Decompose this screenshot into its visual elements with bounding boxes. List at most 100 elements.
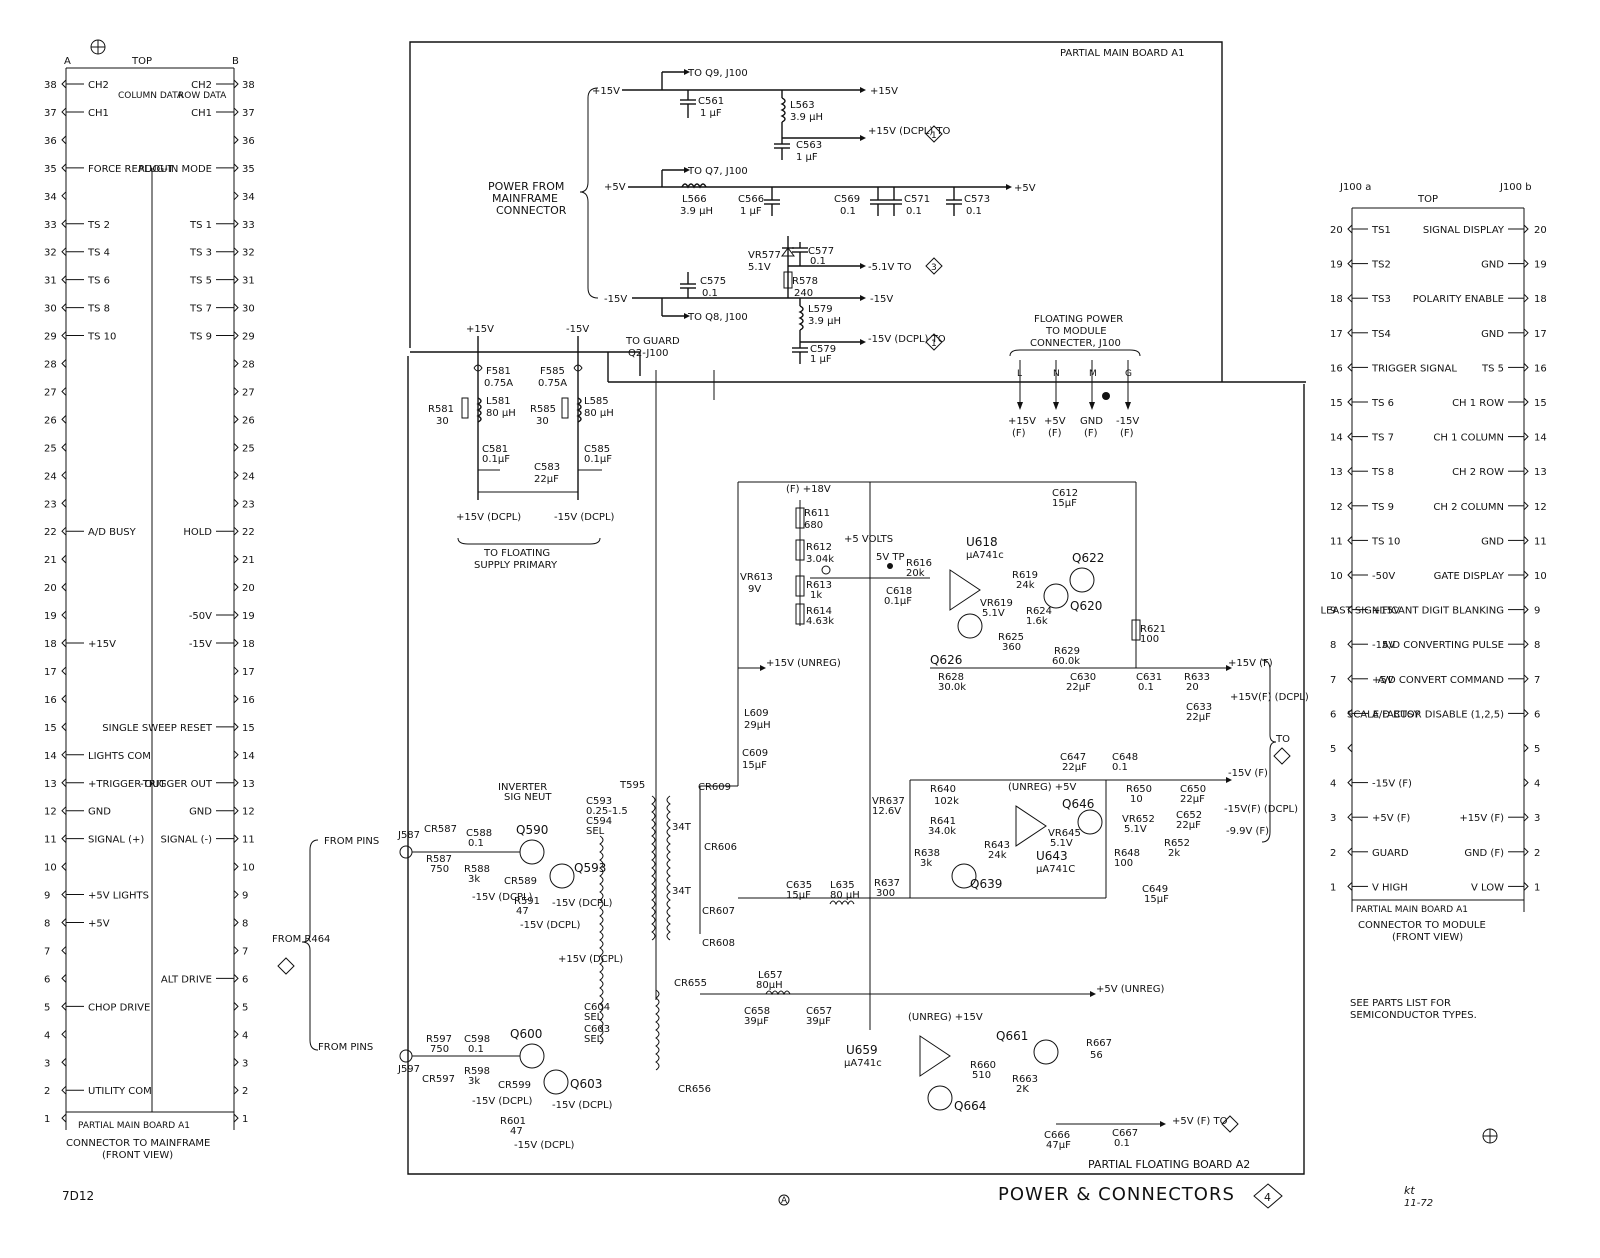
c650-label: C650 [1180,784,1206,795]
right-a-label-17: TS4 [1371,329,1391,340]
r628-value: 30.0k [938,682,966,693]
r616-value: 20k [906,568,925,579]
diagram-title: POWER & CONNECTORS [998,1184,1235,1205]
right-pin-a-2: 2 [1330,848,1336,859]
left-a-label-33: TS 2 [87,220,110,231]
right-a-label-3: +5V (F) [1372,813,1410,824]
u618-opamp-icon [949,569,981,611]
left-b-label-38: CH2 [191,80,212,91]
left-pin-a-29: 29 [44,332,57,343]
r621-label: R621 [1140,624,1166,635]
c563-label: C563 [796,140,822,151]
l657-label: L657 [758,970,783,981]
model-label: 7D12 [62,1189,94,1203]
cr655-label: CR655 [674,978,707,989]
l609-value: 29µH [744,720,771,731]
c647-value: 22µF [1062,762,1087,773]
left-pin-b-28: 28 [242,360,255,371]
right-pin-b-11: 11 [1534,536,1547,547]
l657-value: 80µH [756,980,783,991]
left-b-label-29: TS 9 [189,332,212,343]
right-a-label-4: -15V (F) [1372,779,1412,790]
main-board-title: PARTIAL MAIN BOARD A1 [1060,48,1184,59]
j587-label: J587 [397,830,420,841]
right-pin-a-15: 15 [1330,398,1343,409]
left-pin-b-34: 34 [242,192,255,203]
u659-value: µA741c [844,1058,882,1069]
q646-transistor-icon [1077,809,1103,835]
c604-label: C604 [584,1002,610,1013]
left-pin-b-30: 30 [242,304,255,315]
r663-value: 2K [1016,1084,1029,1095]
c598-value: 0.1 [468,1044,484,1055]
left-pin-a-7: 7 [44,946,50,957]
to-q7-label: TO Q7, J100 [687,166,748,177]
left-a-label-38: CH2 [88,80,109,91]
c647-label: C647 [1060,752,1086,763]
c652-value: 22µF [1176,820,1201,831]
r587-value: 750 [430,864,449,875]
left-pin-a-11: 11 [44,835,57,846]
right-pin-b-6: 6 [1534,709,1540,720]
left-b-label-33: TS 1 [189,220,212,231]
r667-label: R667 [1086,1038,1112,1049]
power-from-label: POWER FROM [488,180,564,193]
p5f-label: +5V (F) TO [1172,1116,1228,1127]
right-pin-a-14: 14 [1330,433,1343,444]
c571-label: C571 [904,194,930,205]
c658-label: C658 [744,1006,770,1017]
unreg-p5-label: (UNREG) +5V [1008,782,1077,793]
r598-label: R598 [464,1066,490,1077]
cr597-label: CR597 [422,1074,455,1085]
vr577-label: VR577 [748,250,781,261]
c618-label: C618 [886,586,912,597]
ref-1-num: 1 [931,131,937,141]
right-a-label-12: TS 9 [1371,502,1394,513]
center-mark: A [781,1196,788,1206]
right-b-label-20: SIGNAL DISPLAY [1423,225,1505,236]
left-pin-b-15: 15 [242,723,255,734]
left-pin-a-23: 23 [44,499,57,510]
right-pin-a-9: 9 [1330,606,1336,617]
fs-dcpl-m: -15V (DCPL) [554,512,615,523]
left-b-label-35: PLUG-IN MODE [138,164,212,175]
left-pin-b-9: 9 [242,891,248,902]
left-pin-a-22: 22 [44,527,57,538]
r581-label: R581 [428,404,454,415]
c581-label: C581 [482,444,508,455]
right-caption-2: (FRONT VIEW) [1392,932,1463,943]
left-pin-a-21: 21 [44,555,57,566]
right-pin-a-7: 7 [1330,675,1336,686]
left-pin-b-5: 5 [242,1002,248,1013]
t595-label: T595 [619,780,645,791]
l566-value: 3.9 µH [680,206,713,217]
left-pin-b-17: 17 [242,667,255,678]
vr637-label: VR637 [872,796,905,807]
left-a-label-32: TS 4 [87,248,110,259]
right-a-label-8: -15V [1372,640,1395,651]
c631-value: 0.1 [1138,682,1154,693]
right-a-label-1: V HIGH [1372,882,1408,893]
right-a-label-13: TS 8 [1371,467,1394,478]
vr637-value: 12.6V [872,806,901,817]
r581-value: 30 [436,416,449,427]
u618-label: U618 [966,535,998,549]
q2-j100-label: Q2-J100 [628,348,668,359]
f585-value: 0.75A [538,378,567,389]
q661-transistor-icon [1033,1039,1059,1065]
left-pin-a-2: 2 [44,1086,50,1097]
parts-note-1: SEE PARTS LIST FOR [1350,998,1451,1009]
r585-value: 30 [536,416,549,427]
right-pin-b-10: 10 [1534,571,1547,582]
left-pin-a-30: 30 [44,304,57,315]
dcplm15-label: -15V (DCPL) TO [868,334,946,345]
floating-out-1: +5V [1044,416,1066,427]
right-a-label-14: TS 7 [1371,433,1394,444]
m15dcpl-2: -15V (DCPL) [552,898,613,909]
left-pin-b-7: 7 [242,946,248,957]
r614-value: 4.63k [806,616,834,627]
cr609-label: CR609 [698,782,731,793]
left-b-label-32: TS 3 [189,248,212,259]
r616-label: R616 [906,558,932,569]
